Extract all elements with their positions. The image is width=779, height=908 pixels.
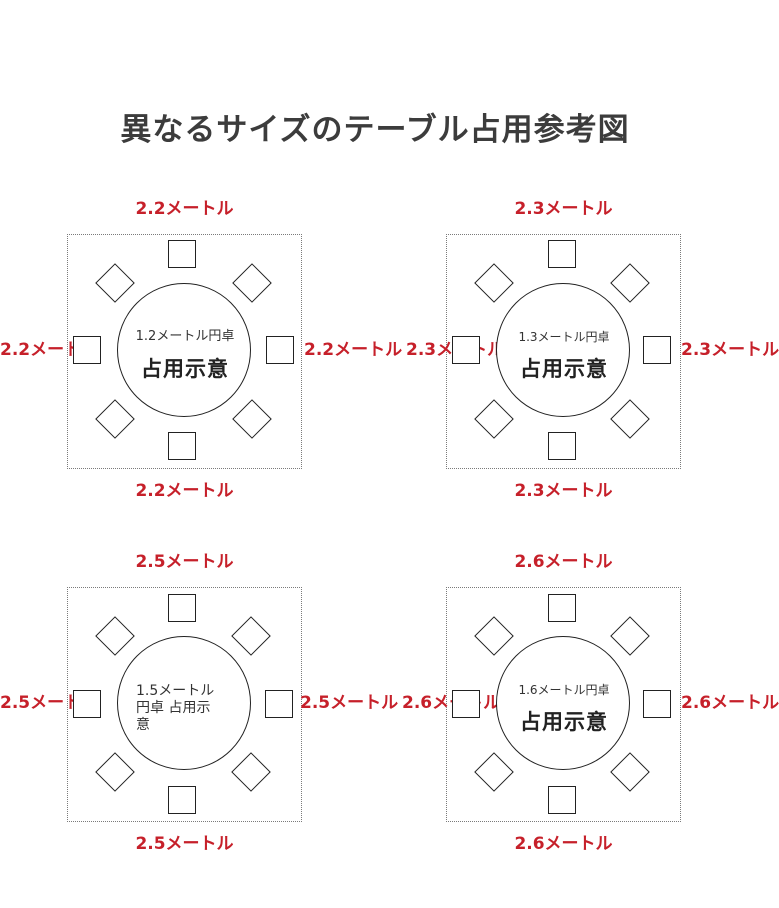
chair-top — [168, 594, 196, 622]
occupancy-frame — [446, 234, 681, 469]
chair-left — [452, 336, 480, 364]
dimension-top: 2.5メートル — [135, 552, 234, 572]
dimension-top: 2.6メートル — [514, 552, 613, 572]
chair-top — [548, 240, 576, 268]
dimension-bottom: 2.3メートル — [514, 481, 613, 501]
occupancy-note: 占用示意 — [520, 710, 608, 734]
dimension-top: 2.3メートル — [514, 199, 613, 219]
chair-top — [548, 594, 576, 622]
chair-right — [266, 336, 294, 364]
chair-left — [73, 690, 101, 718]
table-panel-2: 2.3メートル 2.3メートル 2.3メートル 2.3メートル 1.3メートル円… — [406, 199, 779, 501]
occupancy-frame — [67, 234, 302, 469]
chair-bottom — [548, 432, 576, 460]
table-panel-3: 2.5メートル 2.5メートル 2.5メートル 2.5メートル 1.5メートル円… — [0, 552, 398, 854]
chair-right — [643, 690, 671, 718]
page-title: 異なるサイズのテーブル占用参考図 — [120, 112, 630, 148]
dimension-right: 2.5メートル — [300, 693, 399, 713]
table-size-label: 1.2メートル円卓 — [135, 329, 235, 344]
chair-top — [168, 240, 196, 268]
dimension-bottom: 2.6メートル — [514, 834, 613, 854]
occupancy-note: 占用示意 — [520, 357, 608, 381]
round-table: 1.2メートル円卓 占用示意 — [117, 283, 251, 417]
dimension-top: 2.2メートル — [135, 199, 234, 219]
dimension-bottom: 2.5メートル — [135, 834, 234, 854]
dimension-right: 2.2メートル — [304, 340, 403, 360]
chair-right — [643, 336, 671, 364]
dimension-right: 2.3メートル — [681, 340, 779, 360]
round-table: 1.6メートル円卓 占用示意 — [496, 636, 630, 770]
dimension-bottom: 2.2メートル — [135, 481, 234, 501]
chair-left — [452, 690, 480, 718]
round-table: 1.5メートル円卓 占用示意 — [117, 636, 251, 770]
chair-bottom — [548, 786, 576, 814]
table-size-label: 1.5メートル円卓 占用示意 — [136, 683, 215, 733]
chair-left — [73, 336, 101, 364]
occupancy-frame — [67, 587, 302, 822]
table-panel-1: 2.2メートル 2.2メートル 2.2メートル 2.2メートル 1.2メートル円… — [0, 199, 402, 501]
chair-bottom — [168, 786, 196, 814]
dimension-right: 2.6メートル — [681, 693, 779, 713]
occupancy-frame — [446, 587, 681, 822]
chair-right — [265, 690, 293, 718]
occupancy-note: 占用示意 — [141, 357, 229, 381]
chair-bottom — [168, 432, 196, 460]
round-table: 1.3メートル円卓 占用示意 — [496, 283, 630, 417]
table-size-label: 1.6メートル円卓 — [518, 683, 610, 697]
table-size-label: 1.3メートル円卓 — [518, 330, 610, 344]
table-panel-4: 2.6メートル 2.6メートル 2.6メートル 2.6メートル 1.6メートル円… — [402, 552, 779, 854]
